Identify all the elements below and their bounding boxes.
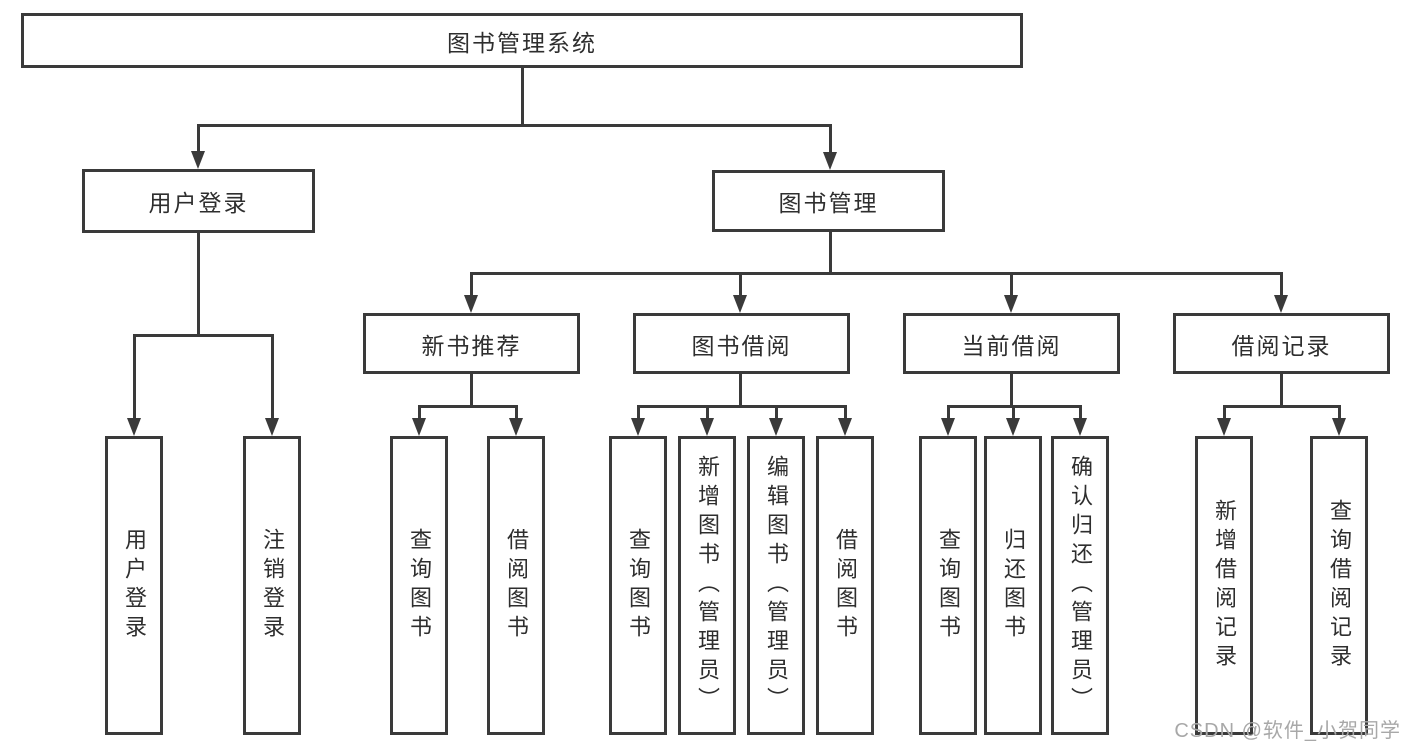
connector-line [637,405,640,421]
leaf-add-book-admin: 新增图书（管理员） [678,436,736,735]
connector-line [271,334,274,422]
arrow-down-icon [191,151,205,169]
watermark: CSDN @软件_小贺同学 [1174,720,1401,742]
connector-line [197,124,200,154]
arrow-down-icon [823,152,837,170]
arrow-down-icon [1073,418,1087,436]
leaf-label: 查询图书 [626,527,651,644]
leaf-label: 归还图书 [1001,527,1026,644]
connector-line [133,334,136,422]
node-current-borrow: 当前借阅 [903,313,1120,374]
leaf-confirm-return-admin: 确认归还（管理员） [1051,436,1109,735]
leaf-label: 新增图书（管理员） [695,455,720,716]
connector-line [1338,405,1341,421]
connector-line [1280,374,1283,407]
arrow-down-icon [1004,295,1018,313]
connector-line [470,272,1282,275]
connector-line [739,272,742,298]
leaf-query-borrow-record: 查询借阅记录 [1310,436,1368,735]
arrow-down-icon [127,418,141,436]
arrow-down-icon [838,418,852,436]
leaf-query-book: 查询图书 [609,436,667,735]
arrow-down-icon [1006,418,1020,436]
node-user-login: 用户登录 [82,169,315,233]
arrow-down-icon [464,295,478,313]
leaf-label: 查询借阅记录 [1327,498,1352,673]
leaf-return-book: 归还图书 [984,436,1042,735]
connector-line [829,232,832,274]
connector-line [775,405,778,421]
leaf-borrow-book: 借阅图书 [487,436,545,735]
leaf-label: 借阅图书 [833,527,858,644]
connector-line [1010,272,1013,298]
arrow-down-icon [412,418,426,436]
connector-line [637,405,846,408]
arrow-down-icon [941,418,955,436]
leaf-label: 编辑图书（管理员） [764,455,789,716]
connector-line [1223,405,1340,408]
leaf-add-borrow-record: 新增借阅记录 [1195,436,1253,735]
leaf-label: 注销登录 [260,527,285,644]
leaf-label: 借阅图书 [504,527,529,644]
connector-line [515,405,518,421]
node-new-book-recommend: 新书推荐 [363,313,580,374]
connector-line [133,334,273,337]
leaf-label: 新增借阅记录 [1212,498,1237,673]
leaf-borrow-book: 借阅图书 [816,436,874,735]
leaf-query-book: 查询图书 [390,436,448,735]
arrow-down-icon [733,295,747,313]
arrow-down-icon [265,418,279,436]
arrow-down-icon [769,418,783,436]
connector-line [829,124,832,154]
connector-line [844,405,847,421]
connector-line [739,374,742,407]
arrow-down-icon [1274,295,1288,313]
connector-line [1280,272,1283,298]
connector-line [947,405,950,421]
leaf-label: 用户登录 [122,527,147,644]
leaf-logout: 注销登录 [243,436,301,735]
arrow-down-icon [631,418,645,436]
connector-line [1010,374,1013,407]
connector-line [418,405,421,421]
arrow-down-icon [1332,418,1346,436]
arrow-down-icon [509,418,523,436]
connector-line [1012,405,1015,421]
connector-line [1223,405,1226,421]
leaf-label: 查询图书 [407,527,432,644]
node-root-system: 图书管理系统 [21,13,1023,68]
leaf-user-login: 用户登录 [105,436,163,735]
connector-line [470,374,473,407]
node-borrow-records: 借阅记录 [1173,313,1390,374]
leaf-query-book: 查询图书 [919,436,977,735]
arrow-down-icon [1217,418,1231,436]
connector-line [418,405,517,408]
leaf-label: 确认归还（管理员） [1068,455,1093,716]
arrow-down-icon [700,418,714,436]
connector-line [1079,405,1082,421]
connector-line [197,124,831,127]
leaf-label: 查询图书 [936,527,961,644]
connector-line [470,272,473,298]
leaf-edit-book-admin: 编辑图书（管理员） [747,436,805,735]
connector-line [521,68,524,126]
connector-line [706,405,709,421]
node-book-borrow: 图书借阅 [633,313,850,374]
connector-line [197,233,200,336]
node-book-management: 图书管理 [712,170,945,232]
